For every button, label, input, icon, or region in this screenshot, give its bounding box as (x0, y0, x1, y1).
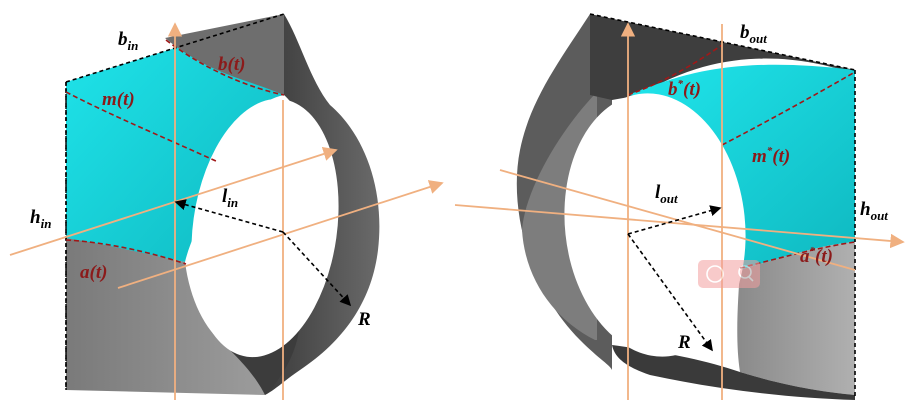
right-l-label: lout (655, 182, 678, 206)
left-opening (191, 98, 339, 358)
right-l-dim (627, 205, 722, 235)
right-m-curve-label: m*(t) (752, 145, 790, 167)
right-opening (564, 93, 746, 357)
right-bottom-gray (737, 242, 855, 395)
left-horizontal-axis (9, 147, 338, 256)
left-bottom-gray (66, 238, 265, 395)
right-bottom-dark (612, 345, 855, 400)
right-m-curve-line (721, 71, 856, 146)
left-l-label: lin (222, 186, 238, 210)
right-b-curve-label: b*(t) (668, 78, 701, 100)
right-R-dim (627, 233, 713, 352)
left-h-label: hin (30, 207, 51, 231)
right-horizontal-axis (454, 204, 905, 249)
left-m-curve-label: m(t) (102, 89, 135, 110)
right-cyan (628, 64, 855, 270)
ai-icon[interactable] (706, 265, 724, 283)
left-b-label: bin (118, 29, 138, 53)
left-l-dim (174, 199, 284, 233)
right-a-curve-label: a*(t) (800, 245, 833, 267)
search-icon[interactable] (738, 265, 752, 279)
left-m-curve-line (65, 91, 219, 163)
left-R-label: R (357, 309, 371, 330)
left-b-curve-line (165, 39, 285, 96)
right-h-label: hout (860, 199, 888, 223)
left-horizontal-axis-2 (117, 180, 444, 289)
right-R-label: R (677, 332, 691, 353)
left-top-gray (165, 14, 284, 95)
right-b-curve-line (627, 44, 723, 96)
overlay-toolbar[interactable] (698, 260, 760, 288)
left-b-curve-label: b(t) (218, 54, 245, 75)
left-a-curve-label: a(t) (80, 262, 107, 283)
right-b-label: bout (740, 22, 767, 46)
left-R-dim (282, 231, 352, 307)
